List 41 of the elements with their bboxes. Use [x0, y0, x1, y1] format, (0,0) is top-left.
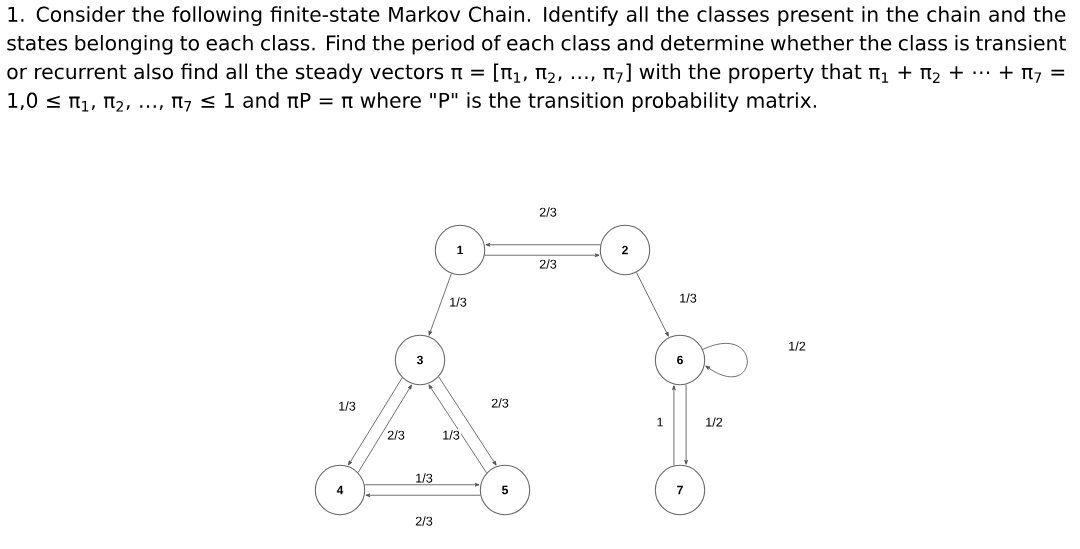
edge-label: 1/3 — [443, 430, 460, 440]
state-label: 7 — [677, 485, 683, 495]
edge-label: 1/3 — [450, 297, 467, 307]
state-label: 5 — [502, 485, 508, 495]
edge-label: 2/3 — [415, 516, 433, 526]
edge-label: 2/3 — [539, 259, 557, 269]
state-circle — [599, 224, 651, 276]
edge-label: 2/3 — [539, 207, 557, 217]
arrow — [348, 377, 403, 466]
edge-label: 2/3 — [491, 398, 509, 408]
edge-label: 1 — [657, 417, 663, 427]
arrow — [428, 384, 487, 474]
arrow — [428, 273, 452, 336]
arrow — [485, 242, 601, 247]
arrow — [672, 385, 676, 466]
arrow — [636, 272, 669, 337]
arrow — [484, 253, 600, 258]
edge-label: 1/3 — [680, 293, 697, 303]
arrow — [438, 376, 497, 466]
arrow — [357, 384, 412, 473]
state-circle — [434, 224, 486, 276]
arrow — [684, 384, 688, 465]
state-circle — [314, 464, 366, 516]
question-text: 1. Consider the following finite-state Markov Chain. Identify all the classes present in the chain and the states belonging to each class. Find the period of each class and determine whether the class is transient or recurrent also find all the steady vectors π = [π$_{1}$, π$_{2}$, …, π$_{7}$] with the property that π$_{1}$ + π$_{2}$ + ⋯ + π$_{7}$ = 1,0 ≤ π$_{1}$, π$_{2}$, …, π$_{7}$ ≤ 1 and πP = π where "P" is the transition probability matrix. — [7, 6, 1066, 112]
state-circle — [394, 334, 446, 386]
state-label: 1 — [457, 245, 463, 255]
edge-label: 1/2 — [789, 341, 806, 351]
state-label: 6 — [677, 355, 683, 365]
state-circle — [479, 464, 531, 516]
state-circle — [654, 464, 706, 516]
edge-label: 1/3 — [339, 401, 356, 411]
edge-label: 1/2 — [706, 417, 723, 427]
state-circle — [654, 334, 706, 386]
state-label: 4 — [336, 485, 344, 495]
state-label: 3 — [416, 355, 423, 365]
arrow — [365, 493, 481, 498]
edge-label: 2/3 — [387, 430, 405, 440]
arrow — [364, 482, 480, 487]
state-label: 2 — [622, 245, 628, 255]
arrow — [702, 343, 748, 378]
edge-label: 1/3 — [416, 473, 433, 483]
